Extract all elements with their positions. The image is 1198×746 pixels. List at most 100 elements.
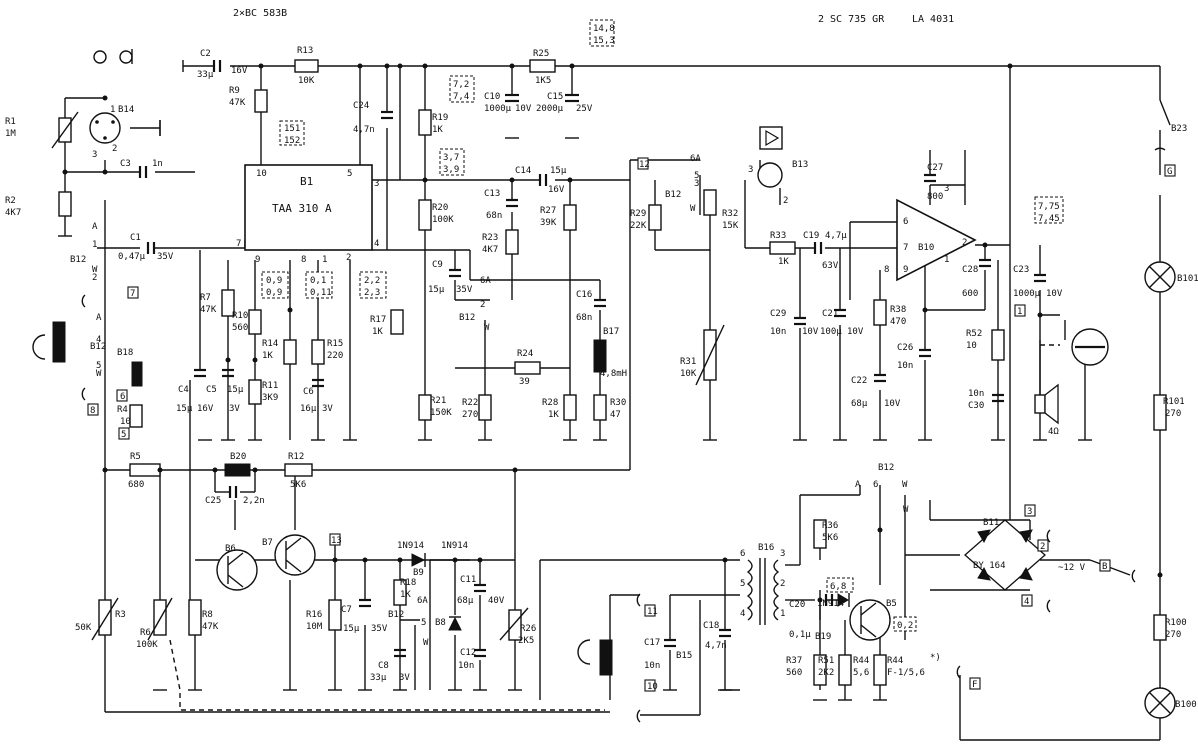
label: 10n bbox=[968, 389, 984, 399]
semiconductors bbox=[216, 519, 1046, 641]
label: 2 bbox=[962, 238, 967, 248]
label: 16V bbox=[548, 185, 565, 195]
label: C7 bbox=[341, 605, 352, 615]
label: C9 bbox=[432, 260, 443, 270]
label: 16μ bbox=[300, 404, 317, 414]
r51 bbox=[838, 654, 852, 686]
label: 0,1μ bbox=[789, 630, 811, 640]
label: 1K5 bbox=[535, 76, 551, 86]
label: 4K7 bbox=[5, 208, 21, 218]
label: 3 bbox=[92, 150, 97, 160]
label: 47K bbox=[200, 305, 217, 315]
label: B1 bbox=[300, 175, 313, 188]
label: R100 bbox=[1165, 618, 1187, 628]
label: W bbox=[484, 323, 490, 333]
label: 1 bbox=[780, 609, 785, 619]
label: R26 bbox=[520, 624, 536, 634]
label: 16V bbox=[231, 66, 248, 76]
label: B12 bbox=[70, 255, 86, 265]
label: R30 bbox=[610, 398, 626, 408]
label: 47K bbox=[229, 98, 246, 108]
label: 270 bbox=[462, 410, 478, 420]
label: 39K bbox=[540, 218, 557, 228]
label: C22 bbox=[851, 376, 867, 386]
label: R1 bbox=[5, 117, 16, 127]
label: R44 bbox=[887, 656, 903, 666]
label: A bbox=[96, 313, 102, 323]
r3 bbox=[98, 599, 112, 636]
r26 bbox=[508, 609, 522, 641]
label: R31 bbox=[680, 357, 696, 367]
label: 220 bbox=[327, 351, 343, 361]
label: C16 bbox=[576, 290, 592, 300]
label: 35V bbox=[157, 252, 174, 262]
label: 0,9 bbox=[266, 288, 282, 298]
label: C30 bbox=[968, 401, 984, 411]
label: 470 bbox=[890, 317, 906, 327]
label: 8 bbox=[301, 255, 306, 265]
label: C14 bbox=[515, 166, 531, 176]
label: B5 bbox=[886, 599, 897, 609]
label: R14 bbox=[262, 339, 278, 349]
r24 bbox=[514, 361, 541, 375]
label: 10V bbox=[515, 104, 532, 114]
label: 7 bbox=[130, 289, 135, 299]
r11 bbox=[248, 379, 262, 405]
label: 4,7n bbox=[353, 125, 375, 135]
resistors bbox=[51, 59, 1167, 686]
label: 22K bbox=[630, 221, 647, 231]
label: 3K9 bbox=[262, 393, 278, 403]
label: R9 bbox=[229, 86, 240, 96]
r23 bbox=[505, 229, 519, 255]
label: 10 bbox=[647, 682, 658, 692]
r19 bbox=[418, 109, 432, 136]
r8 bbox=[188, 599, 202, 636]
label: 2 bbox=[780, 579, 785, 589]
label: 270 bbox=[1165, 630, 1181, 640]
label: 10V bbox=[802, 327, 819, 337]
r36 bbox=[813, 519, 827, 549]
r29 bbox=[648, 204, 662, 231]
label: C12 bbox=[460, 648, 476, 658]
r25 bbox=[529, 59, 556, 73]
label: 7 bbox=[236, 239, 241, 249]
label: C29 bbox=[770, 309, 786, 319]
label-boxes bbox=[87, 19, 1176, 692]
label: 15μ bbox=[550, 166, 567, 176]
label: B19 bbox=[815, 632, 831, 642]
r12 bbox=[284, 463, 313, 477]
label: G bbox=[1167, 167, 1172, 177]
header-b5-transistor: 2 SC 735 GR bbox=[818, 14, 885, 25]
label: 3 bbox=[780, 549, 785, 559]
label: 1000μ bbox=[484, 104, 512, 114]
label: A bbox=[855, 480, 861, 490]
label: 4 bbox=[740, 609, 745, 619]
label: C15 bbox=[547, 92, 563, 102]
label: 2K2 bbox=[818, 668, 834, 678]
label: 152 bbox=[284, 136, 300, 146]
label: C11 bbox=[460, 575, 476, 585]
label: B12 bbox=[388, 610, 404, 620]
label: 7,45 bbox=[1038, 214, 1060, 224]
label: B12 bbox=[459, 313, 475, 323]
label: R15 bbox=[327, 339, 343, 349]
label: 68n bbox=[576, 313, 592, 323]
label: 35V bbox=[456, 285, 473, 295]
label: 680 bbox=[128, 480, 144, 490]
label: 4 bbox=[96, 335, 101, 345]
label: 47 bbox=[610, 410, 621, 420]
label: 1K bbox=[778, 257, 789, 267]
label: R27 bbox=[540, 206, 556, 216]
label: 1K bbox=[262, 351, 273, 361]
label: C17 bbox=[644, 638, 660, 648]
label: 40V bbox=[488, 596, 505, 606]
label: 25V bbox=[576, 104, 593, 114]
label: A bbox=[92, 222, 98, 232]
label: B10 bbox=[918, 243, 934, 253]
r101 bbox=[1153, 394, 1167, 431]
label: 1K bbox=[400, 590, 411, 600]
label: R11 bbox=[262, 381, 278, 391]
r13 bbox=[294, 59, 319, 73]
label: R20 bbox=[432, 203, 448, 213]
